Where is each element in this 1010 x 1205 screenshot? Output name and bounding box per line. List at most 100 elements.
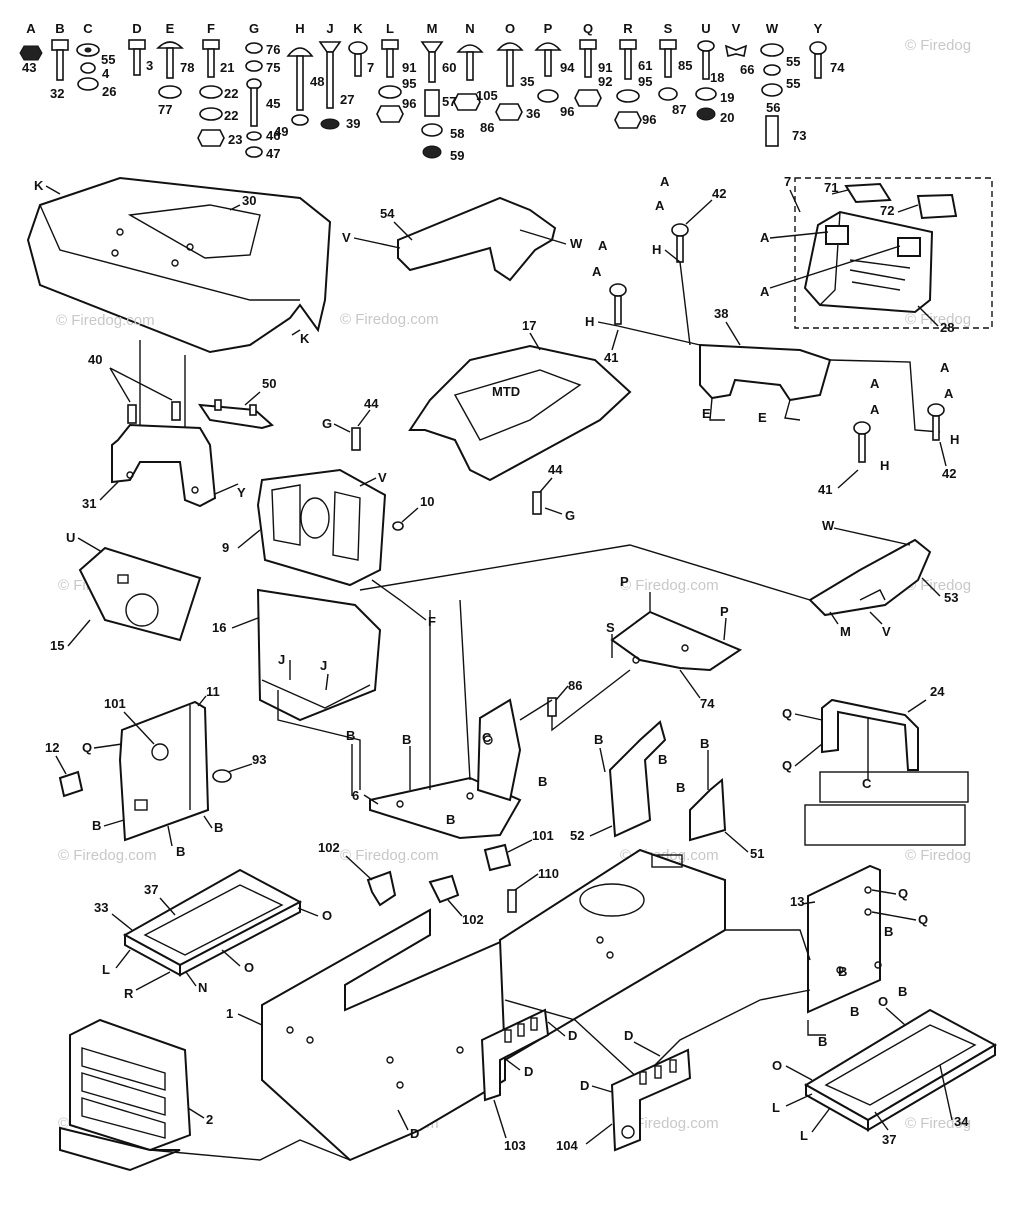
ref-letter: A [870,402,880,417]
hardware-letter: Q [583,21,593,36]
washer-icon [158,85,182,99]
callout-label: 71 [824,180,838,195]
screw-head-icon [348,41,368,55]
ref-letter: O [322,908,332,923]
footrest-part-33 [122,868,303,977]
callout-label: 93 [252,752,266,767]
hardware-label: 45 [266,96,280,111]
spacer-tube-icon [424,89,440,117]
footrest-part-34 [804,1008,998,1132]
washer-part-93 [212,769,232,783]
ref-letter: O [244,960,254,975]
ref-letter: A [870,376,880,391]
bolt-part-41 [853,421,871,435]
callout-label: 24 [930,684,945,699]
hardware-label: 46 [266,128,280,143]
hardware-icon-row [19,39,827,159]
callout-label: 2 [206,1112,213,1127]
screw-head-icon [697,40,715,52]
bolt-shank-icon [664,48,672,78]
ref-letter: B [818,1034,827,1049]
hardware-label: 49 [274,124,288,139]
bolt-shank-icon [207,48,215,78]
spacer-icon [77,77,99,91]
watermark: © Firedog.com [56,312,155,329]
ref-letter: S [606,620,615,635]
hardware-letter: E [166,21,175,36]
hardware-label: 76 [266,42,280,57]
nut-icon [320,118,340,130]
ref-letter: Q [782,706,792,721]
callout-label: 34 [954,1114,969,1129]
ref-letter: B [838,964,847,979]
ref-letter: U [66,530,75,545]
ref-letter: O [878,994,888,1009]
bracket-part-52 [608,720,667,838]
ref-letter: A [592,264,602,279]
watermark: © Firedog.com [340,847,439,864]
callout-label: 86 [568,678,582,693]
ref-letter: B [658,752,667,767]
callout-label: 9 [222,540,229,555]
hardware-letter: L [386,21,394,36]
hardware-letter: O [505,21,515,36]
hardware-label: 91 [402,60,416,75]
callout-label: 13 [790,894,804,909]
nut-icon [422,145,442,159]
ref-letter: B [700,736,709,751]
carriage-bolt-icon [534,42,562,51]
hardware-label: 94 [560,60,575,75]
nut-icon [574,89,602,107]
clip-part-102 [428,874,460,904]
panel-part-15 [78,546,202,642]
hardware-label: 27 [340,92,354,107]
ref-letter: J [320,658,327,673]
ref-letter: D [524,1064,533,1079]
ref-letter: Q [782,758,792,773]
hardware-label: 60 [442,60,456,75]
hardware-letter: B [55,21,64,36]
ref-letter: H [880,458,889,473]
plate-part-74 [610,610,743,672]
callout-label: 74 [700,696,715,711]
screw-shank-icon [354,53,362,77]
hardware-label: 19 [720,90,734,105]
callout-label: 41 [818,482,832,497]
ref-letter: E [702,406,711,421]
bracket-part-103 [480,1008,550,1102]
callout-label: 53 [944,590,958,605]
bracket-part-51 [689,777,727,842]
hardware-letter: H [295,21,304,36]
ref-letter: Q [918,912,928,927]
hardware-label: 91 [598,60,612,75]
callout-label: 50 [262,376,276,391]
callout-label: 33 [94,900,108,915]
bolt-shank-icon [386,48,394,78]
hardware-letter: D [132,21,141,36]
hardware-letter: K [353,21,363,36]
callout-label: 28 [940,320,954,335]
side-panel-part-13 [807,864,882,1014]
hardware-label: 74 [830,60,845,75]
ref-letter: H [585,314,594,329]
ref-letter: V [378,470,387,485]
watermark: © Firedog [905,37,971,54]
bolt-head-icon [51,39,69,51]
clip-part-101 [483,843,512,872]
ref-letter: V [882,624,891,639]
screw-head-icon [809,41,827,55]
nut-icon [19,45,43,61]
hardware-label: 59 [450,148,464,163]
hardware-label: 85 [678,58,692,73]
clip-part-12 [58,770,84,798]
washer-icon [199,107,223,121]
bolt-shank-icon [624,48,632,80]
bolt-shank-icon [250,87,258,127]
bolt-head-icon [202,39,220,50]
nut-icon [495,103,523,121]
tray-part-28 [803,210,934,314]
handle-part-24 [821,698,919,771]
callout-label: 101 [104,696,126,711]
ref-letter: K [300,331,310,346]
callout-label: 37 [144,882,158,897]
